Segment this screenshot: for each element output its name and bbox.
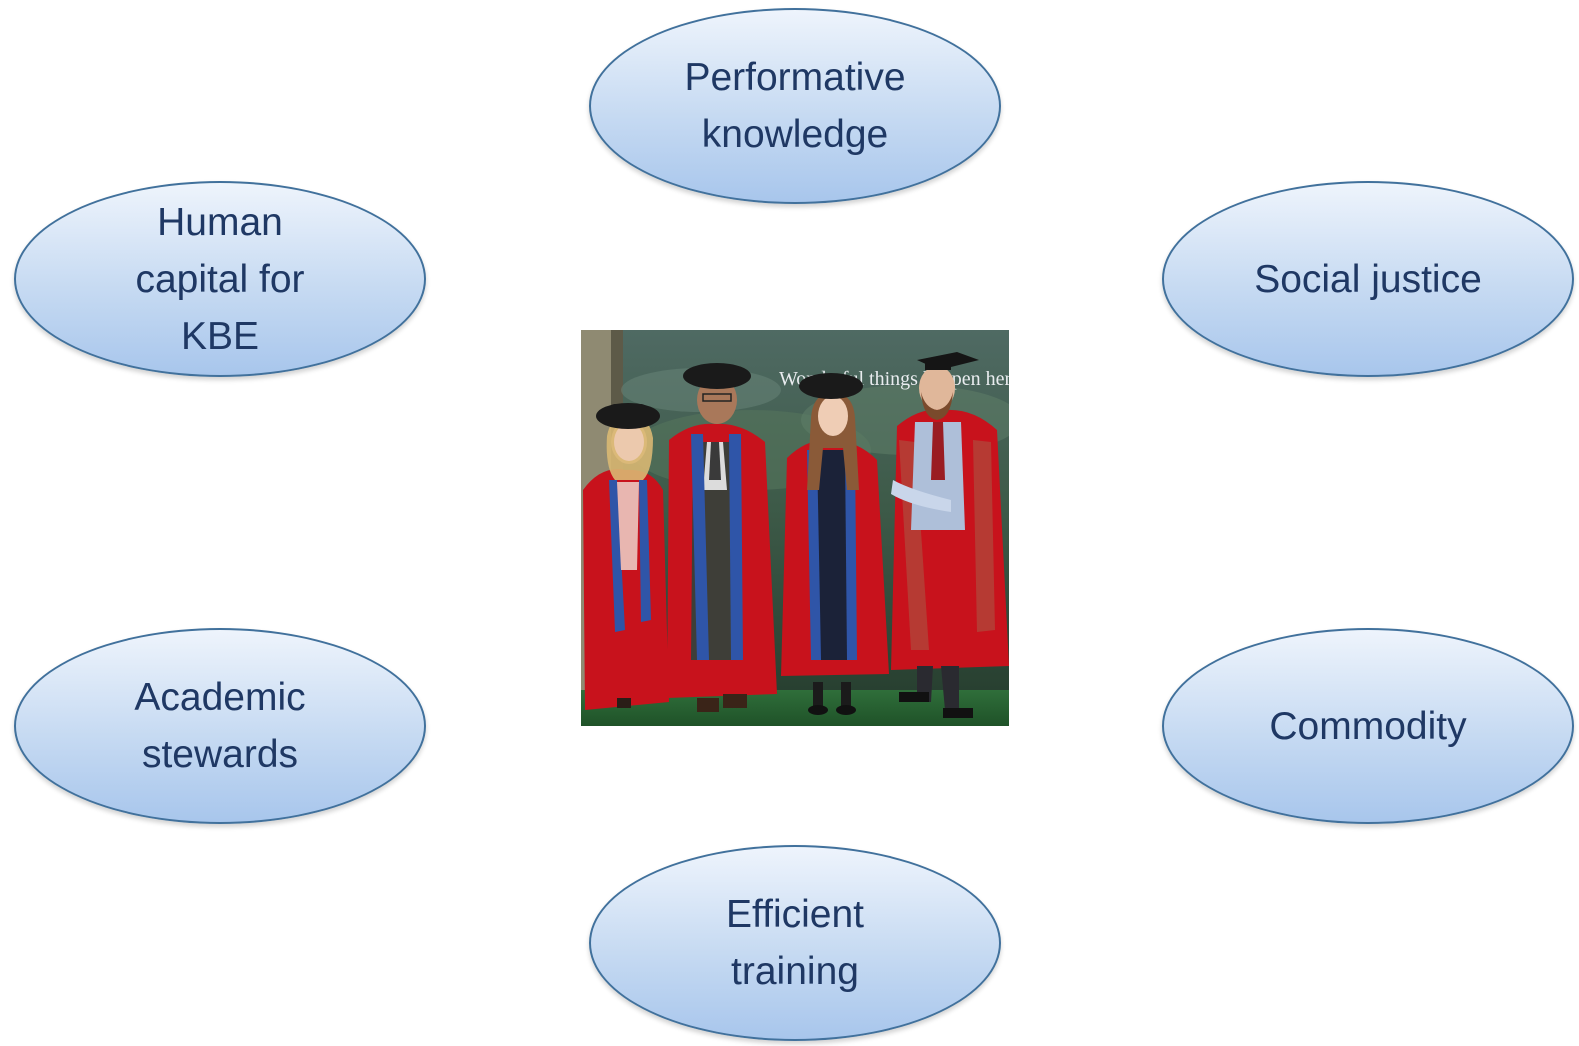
node-human-capital-for-kbe: Human capital for KBE bbox=[14, 181, 426, 377]
node-social-justice: Social justice bbox=[1162, 181, 1574, 377]
node-label: Human capital for KBE bbox=[135, 200, 305, 358]
node-label: Performative knowledge bbox=[684, 56, 906, 156]
node-academic-stewards: Academic stewards bbox=[14, 628, 426, 824]
node-efficient-training: Efficient training bbox=[589, 845, 1001, 1041]
node-label: Academic stewards bbox=[134, 676, 306, 776]
node-label: Social justice bbox=[1254, 257, 1482, 301]
graduate-2 bbox=[667, 363, 777, 712]
node-performative-knowledge: Performative knowledge bbox=[589, 8, 1001, 204]
node-commodity: Commodity bbox=[1162, 628, 1574, 824]
graduation-photo: Wonderful things happen here bbox=[581, 330, 1009, 726]
graduate-3 bbox=[781, 373, 889, 715]
graduate-1 bbox=[583, 403, 669, 710]
node-label: Efficient training bbox=[725, 893, 865, 993]
node-label: Commodity bbox=[1269, 704, 1467, 748]
graduate-4 bbox=[891, 352, 1009, 718]
